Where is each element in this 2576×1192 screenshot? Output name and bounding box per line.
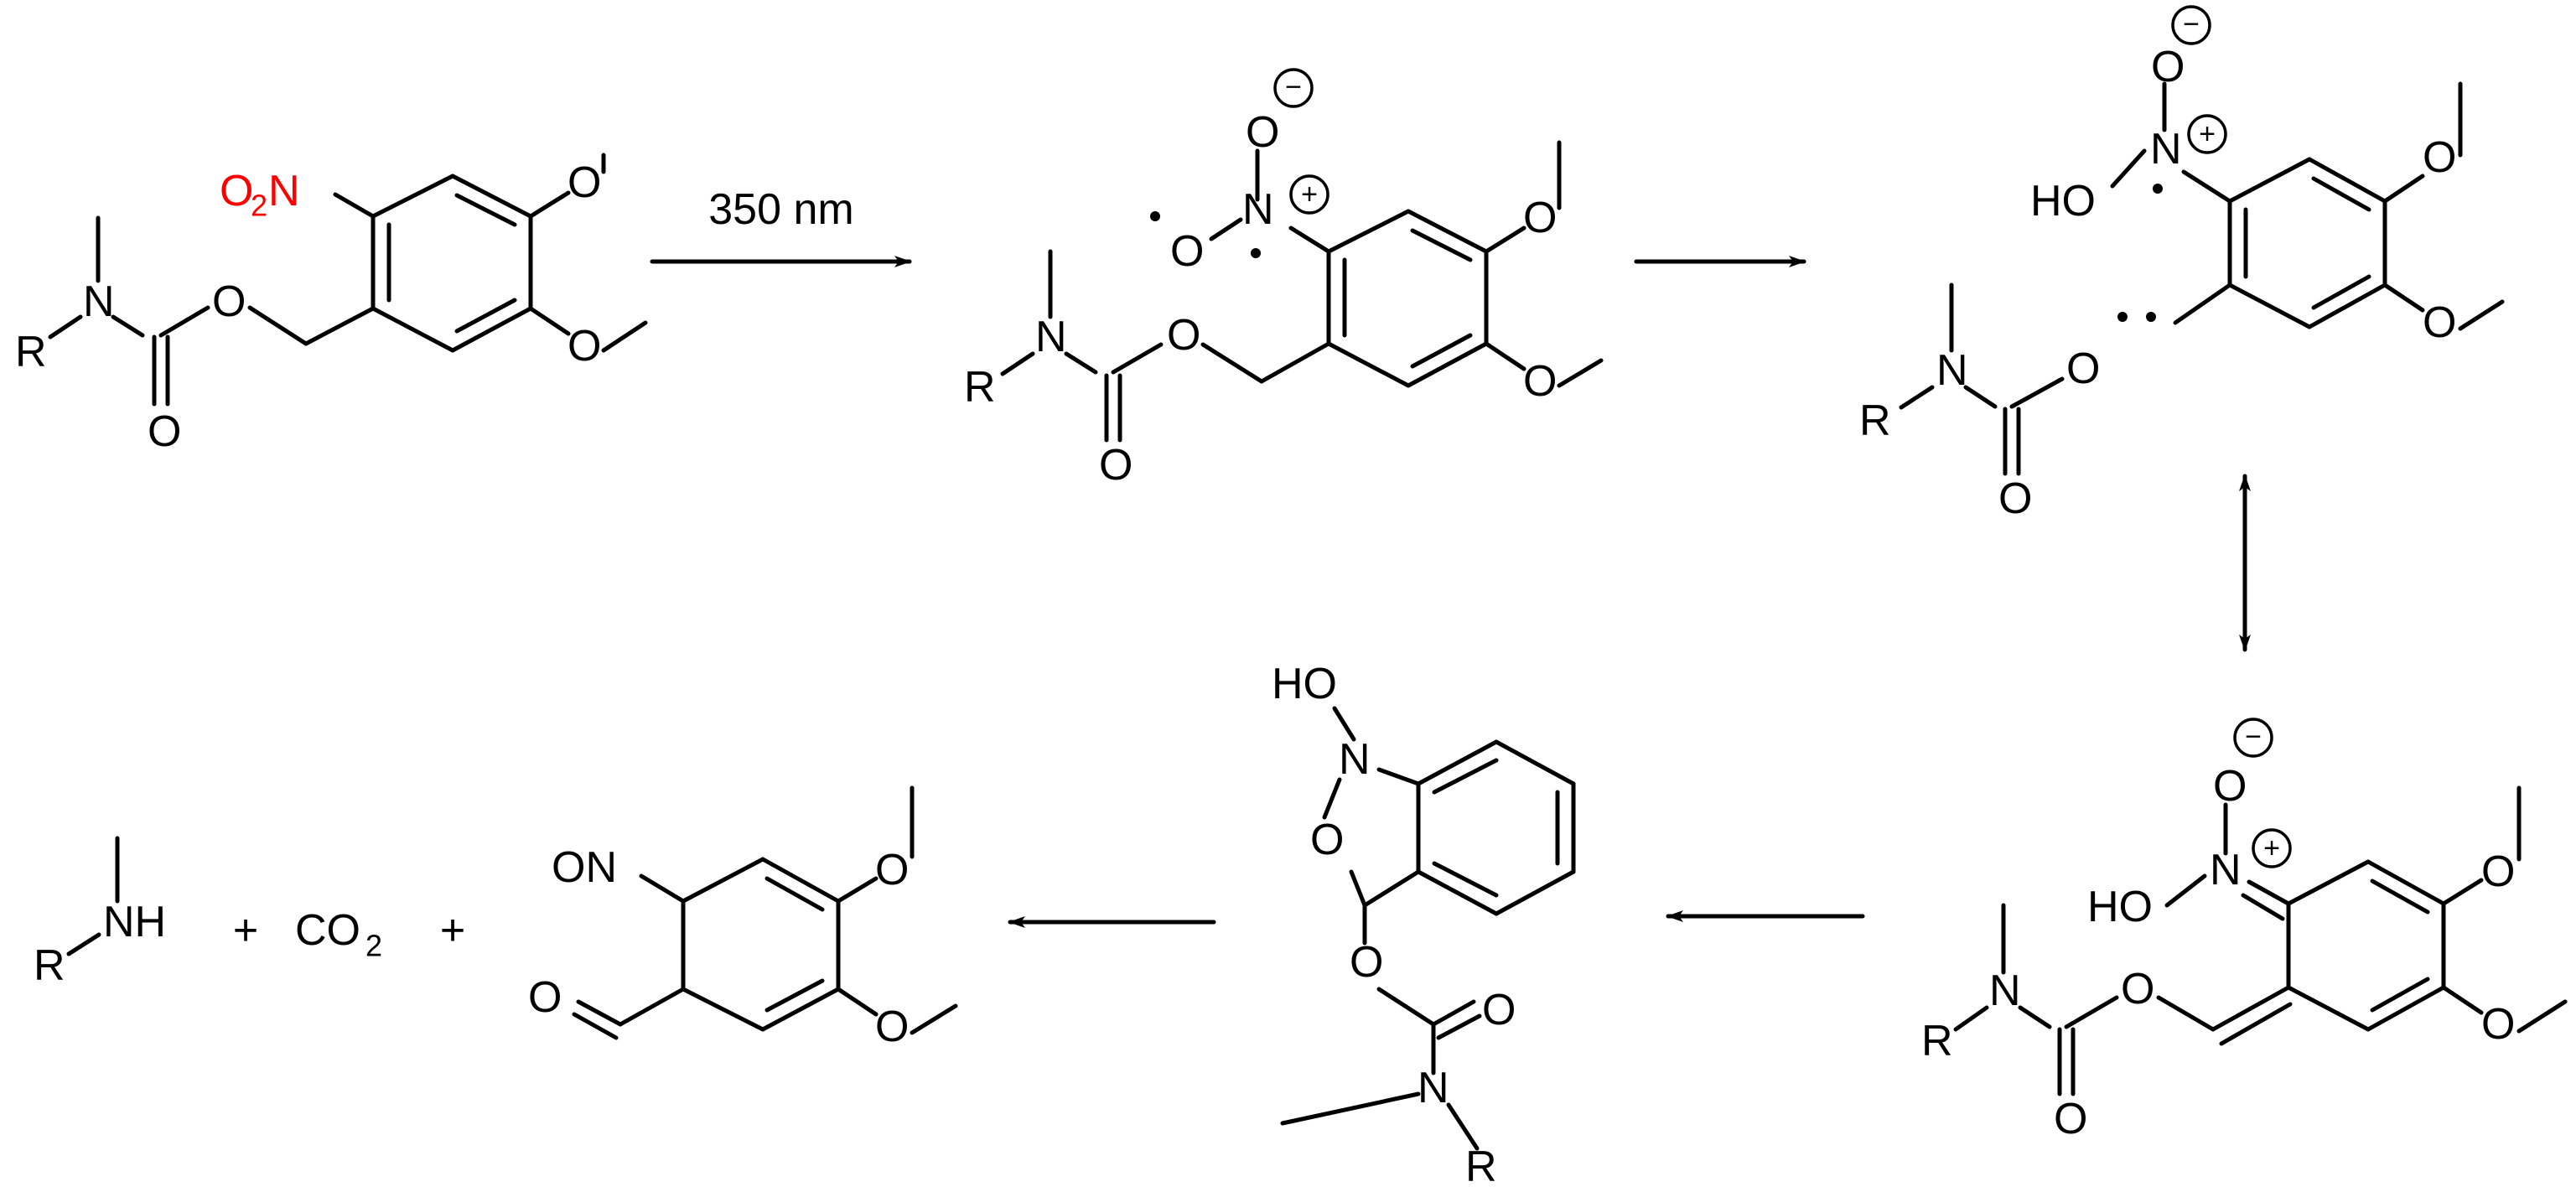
negative-charge-icon (2171, 5, 2211, 45)
nitrogen-label: N (1418, 1064, 1449, 1112)
methoxy-oxygen-bottom-label: O (2423, 298, 2456, 347)
r-group-label: R (964, 363, 996, 412)
ring-oxygen-label: O (1310, 816, 1344, 864)
nitrogen-label: N (1936, 346, 1968, 395)
nitro-n-label: N (2150, 125, 2182, 174)
positive-charge-icon (1289, 174, 1329, 215)
nitronic-n-label: N (2210, 846, 2242, 894)
negative-charge-sign: − (2245, 721, 2262, 753)
carbon-dioxide-subscript: 2 (365, 929, 382, 963)
methoxy-oxygen-top-label: O (1523, 194, 1557, 242)
nitro-subscript: 2 (251, 189, 267, 223)
nitrogen-label: N (1035, 313, 1067, 361)
amine-nh-label: NH (103, 898, 166, 946)
methoxy-oxygen-top-label: O (2481, 847, 2515, 896)
negative-charge-sign: − (1285, 71, 1302, 103)
nitro-o-top-label: O (2151, 43, 2185, 91)
methoxy-oxygen-bottom-label: O (875, 1003, 909, 1051)
nitro-o-label: O (220, 167, 253, 215)
r-group-label: R (1921, 1017, 1953, 1065)
nitro-group-red: O 2 N (220, 167, 300, 223)
nitro-n-label: N (1242, 185, 1274, 234)
nitrogen-label: N (1989, 967, 2021, 1015)
radical-dot-icon (1150, 211, 1160, 221)
methoxy-oxygen-top-label: O (568, 158, 601, 207)
product-carbon-dioxide: CO 2 (295, 906, 382, 963)
positive-charge-icon (2252, 828, 2292, 868)
r-group-label: R (15, 328, 47, 376)
positive-charge-sign: + (1301, 179, 1318, 210)
positive-charge-icon (2187, 114, 2227, 154)
r-group-label: R (34, 941, 65, 990)
ring-nitrogen-label: N (1339, 735, 1371, 784)
ester-oxygen-label: O (212, 277, 246, 326)
nitronic-o-top-label: O (2213, 762, 2247, 811)
enol-oxygen-label: O (2121, 965, 2154, 1013)
methoxy-oxygen-bottom-label: O (568, 322, 601, 371)
radical-dot-icon (2153, 184, 2163, 194)
carbonyl-oxygen-label: O (1099, 441, 1133, 490)
plus-sign: + (440, 906, 465, 955)
carbon-dioxide-label: CO (295, 906, 360, 955)
plus-sign: + (233, 906, 258, 955)
nitro-o-top-label: O (1246, 108, 1279, 157)
r-group-label: R (1859, 396, 1891, 445)
molecule-nvoc-carbamate: R N O O O 2 N O O (15, 153, 648, 456)
nitroso-label: ON (552, 843, 617, 892)
molecule-excited-nitro: R N O O N O O − + O O (964, 68, 1604, 490)
methoxy-oxygen-bottom-label: O (2481, 1000, 2515, 1049)
ester-oxygen-label: O (2066, 345, 2100, 393)
nitrogen-label: N (83, 277, 115, 326)
radical-dot-icon (1251, 248, 1261, 258)
hydroxy-label: HO (2030, 177, 2096, 225)
molecule-biradical: R N O O N O HO − + O O (1859, 5, 2505, 523)
carbonyl-oxygen-label: O (1998, 474, 2032, 523)
condition-label: 350 nm (708, 185, 853, 234)
radical-dot-icon (2117, 312, 2128, 322)
methoxy-oxygen-bottom-label: O (1523, 357, 1557, 406)
carbonyl-oxygen-label: O (148, 407, 181, 456)
negative-charge-sign: − (2183, 8, 2200, 40)
carbonyl-oxygen-label: O (1482, 986, 1516, 1034)
negative-charge-icon (2233, 718, 2273, 758)
molecule-aci-nitro: R N O O N O HO − + O O (1921, 718, 2568, 1143)
radical-dot-icon (2146, 312, 2156, 322)
nitro-o-left-label: O (1170, 227, 1204, 276)
molecule-benzisoxazole-intermediate: HO N O O O N R (1272, 660, 1576, 1191)
positive-charge-sign: + (2199, 118, 2216, 150)
nitro-n-label: N (268, 167, 300, 215)
carbonyl-oxygen-label: O (2054, 1095, 2087, 1143)
reaction-arrow-photolysis: 350 nm (650, 185, 912, 267)
positive-charge-sign: + (2263, 832, 2280, 864)
product-amine: R NH (34, 836, 166, 990)
hydroxy-label: HO (2087, 883, 2153, 931)
hydroxy-label: HO (1272, 660, 1337, 708)
product-nitroso-aldehyde: ON O O O (528, 785, 958, 1051)
aldehyde-oxygen-label: O (528, 973, 562, 1022)
r-group-label: R (1465, 1143, 1497, 1191)
ester-oxygen-label: O (1350, 938, 1383, 987)
negative-charge-icon (1273, 68, 1314, 108)
methoxy-oxygen-top-label: O (875, 846, 909, 894)
ester-oxygen-label: O (1167, 311, 1200, 360)
methoxy-oxygen-top-label: O (2423, 133, 2456, 182)
